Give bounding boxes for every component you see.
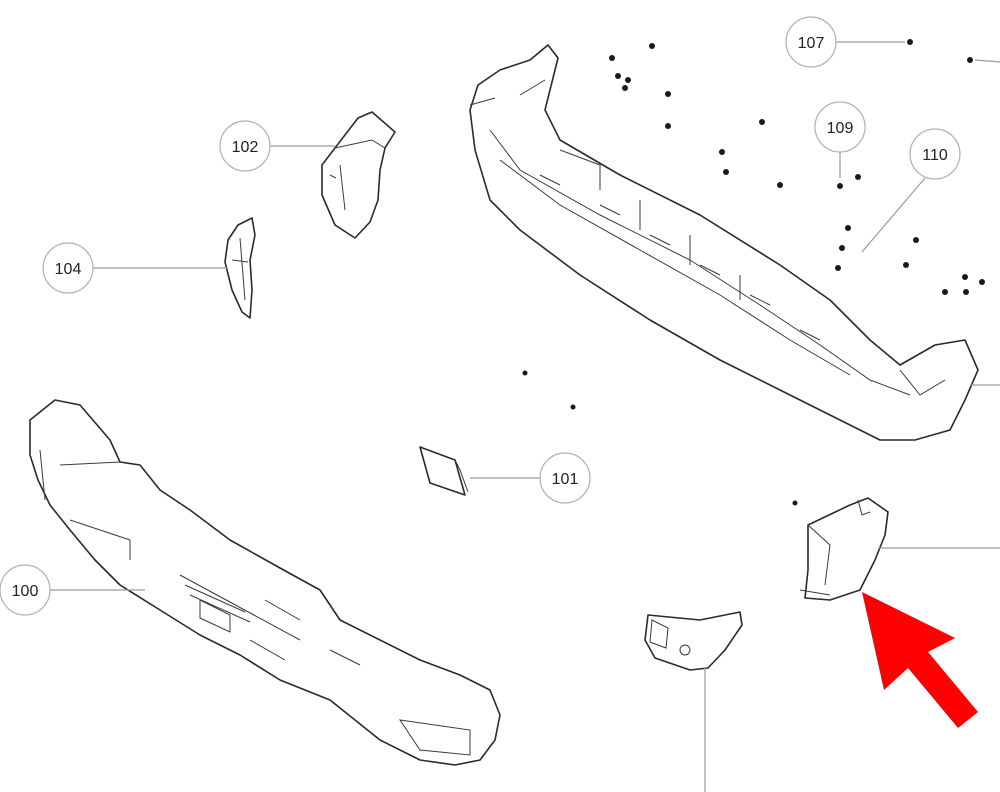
callout-110-label: 110 xyxy=(922,147,948,164)
part-101-plate xyxy=(419,446,469,496)
callout-100: 100 xyxy=(0,564,145,616)
callout-107: 107 xyxy=(785,16,905,68)
part-104-side-bracket xyxy=(224,217,256,319)
part-100-bumper-cover xyxy=(29,399,501,766)
callout-104: 104 xyxy=(42,242,228,294)
part-102-bracket xyxy=(321,111,396,239)
callout-109: 109 xyxy=(814,101,866,178)
callout-102-label: 102 xyxy=(232,139,259,156)
leader-107-extra xyxy=(974,59,1000,63)
callout-104-label: 104 xyxy=(55,261,82,278)
part-corner-piece xyxy=(644,611,743,671)
callout-100-label: 100 xyxy=(12,583,39,600)
callout-102: 102 xyxy=(219,120,335,172)
part-end-cap xyxy=(799,497,889,601)
callout-109-label: 109 xyxy=(827,120,854,137)
callout-107-label: 107 xyxy=(798,35,825,52)
callout-110: 110 xyxy=(861,128,961,253)
callout-101: 101 xyxy=(470,452,591,504)
highlight-arrow-icon xyxy=(862,592,978,728)
reinforcement-beam xyxy=(469,44,979,441)
callout-101-label: 101 xyxy=(552,471,579,488)
fasteners xyxy=(522,39,985,506)
